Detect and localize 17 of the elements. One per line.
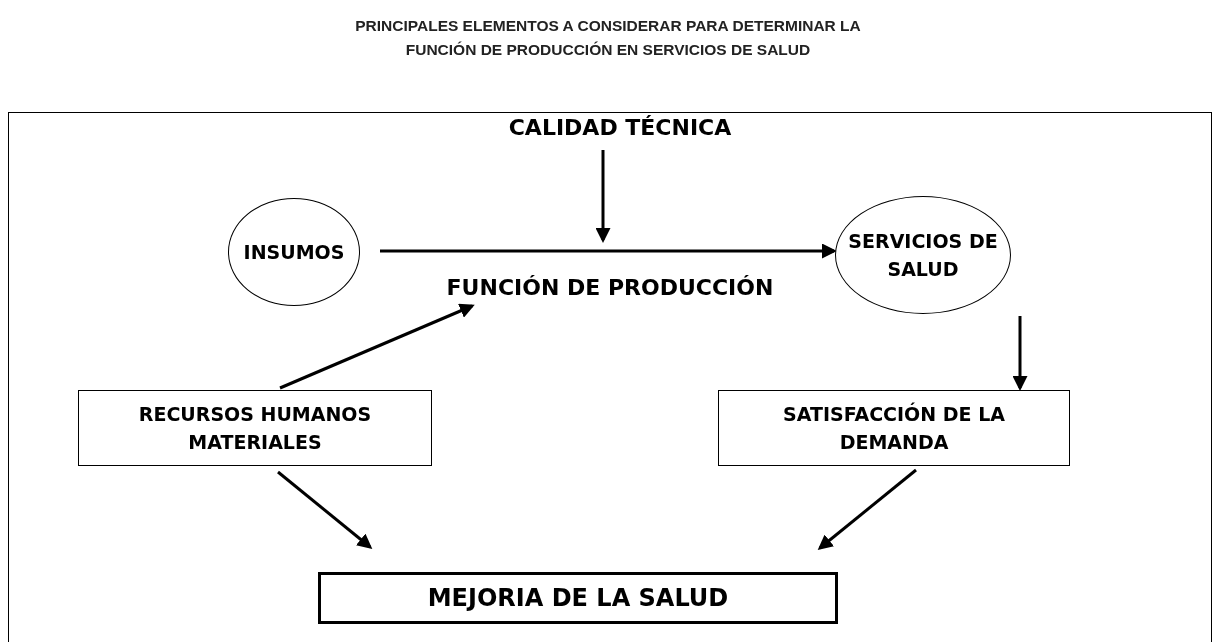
arrow: [277, 470, 373, 549]
node-text: SATISFACCIÓN DE LA DEMANDA: [782, 401, 1006, 455]
node-text: RECURSOS HUMANOS MATERIALES: [137, 402, 373, 455]
arrow: [595, 150, 611, 243]
process-box: [718, 390, 1070, 466]
node-text: FUNCIÓN DE PRODUCCIÓN: [446, 274, 774, 302]
node-text: MEJORIA DE LA SALUD: [427, 584, 729, 612]
arrow: [817, 468, 917, 550]
arrow: [279, 303, 475, 390]
node-text: SERVICIOS DE SALUD: [848, 229, 998, 282]
node-text: INSUMOS: [243, 240, 345, 265]
process-box: [78, 390, 432, 466]
diagram-title: PRINCIPALES ELEMENTOS A CONSIDERAR PARA DETERMINAR LA FUNCIÓN DE PRODUCCIÓN EN SERVICIOS DE SALUD: [354, 16, 862, 60]
arrow: [1012, 316, 1028, 391]
node-text: CALIDAD TÉCNICA: [508, 114, 732, 142]
arrow: [380, 243, 837, 259]
result-box: [318, 572, 838, 624]
